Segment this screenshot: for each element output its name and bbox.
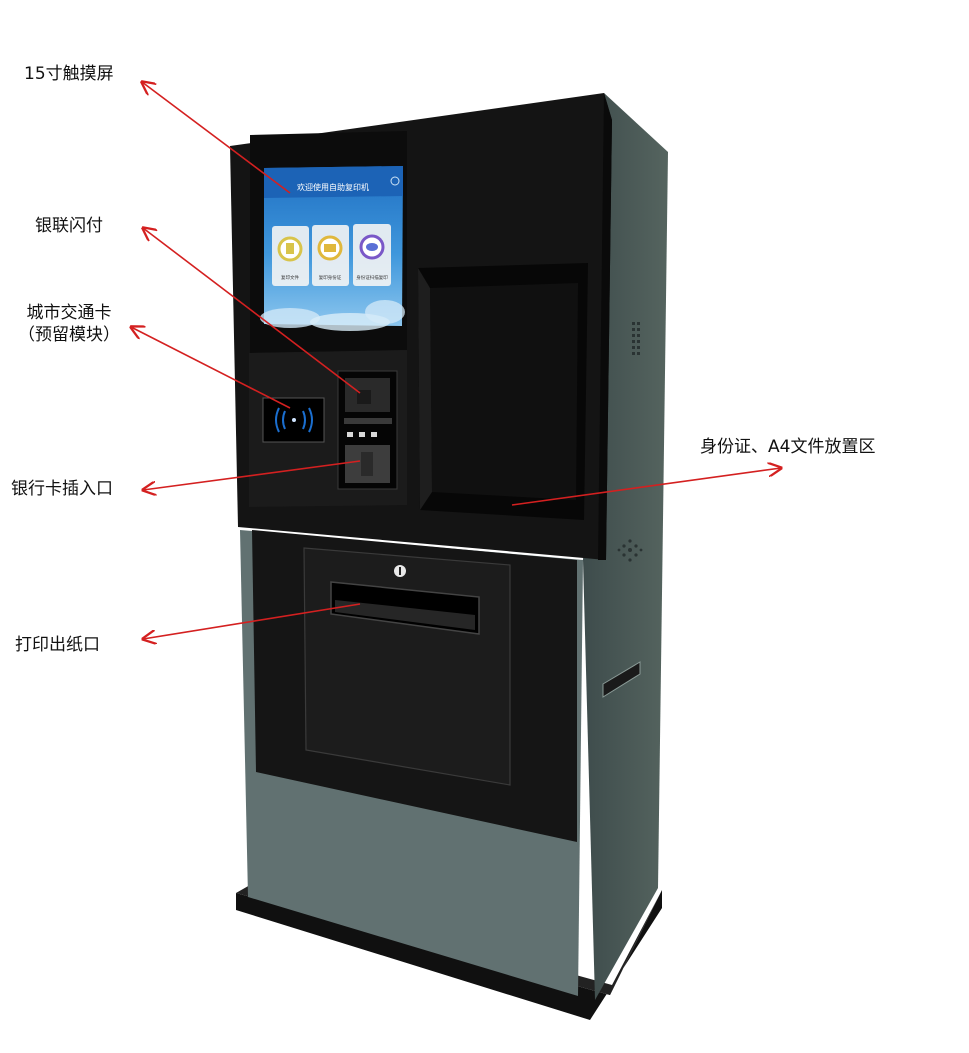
screen-button-label-2: 身份证扫描复印 [356,274,388,281]
callout-arrows [131,82,781,639]
callout-touchscreen: 15寸触摸屏 [24,64,114,84]
arrow-bank-card [143,460,361,490]
screen-button-2[interactable] [353,224,391,286]
speaker-grille-upper [632,322,640,355]
arrow-transit-card [131,327,291,409]
callout-bank-card: 银行卡插入口 [11,479,113,499]
arrow-touchscreen [142,82,291,194]
arrow-unionpay [143,228,361,394]
callout-unionpay: 银联闪付 [35,216,103,236]
transit-card-reader[interactable] [262,397,325,443]
payment-unit[interactable] [337,370,398,490]
id-a4-placement-area[interactable] [418,263,588,520]
callout-transit-card-line2: （预留模块） [18,325,120,345]
callout-transit-card-line1: 城市交通卡 [26,303,112,323]
side-slot [602,661,641,698]
arrow-paper-output [143,603,361,639]
callout-id-a4-area: 身份证、A4文件放置区 [700,437,876,457]
speaker-grille-round [617,539,643,562]
power-icon[interactable] [390,176,400,186]
screen-button-label-0: 复印文件 [281,274,299,281]
screen-button-1[interactable] [312,225,349,286]
callout-transit-card: 城市交通卡 （预留模块） [6,302,132,346]
screen-button-0[interactable] [272,226,309,286]
callout-paper-output: 打印出纸口 [15,635,100,655]
kiosk-head [230,93,612,560]
arrow-id-a4 [511,468,781,506]
screen-button-label-1: 复印身份证 [319,274,342,281]
screen-title: 欢迎使用自助复印机 [297,182,369,192]
